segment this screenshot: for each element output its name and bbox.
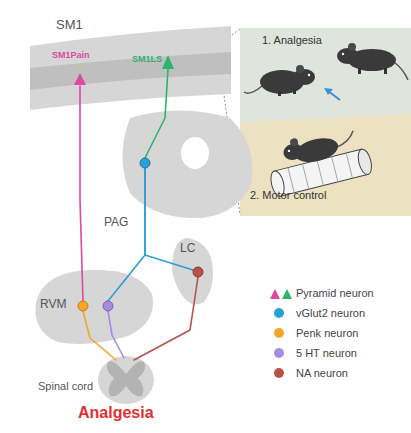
legend-swatch xyxy=(274,368,284,378)
node-label: SM1 xyxy=(56,18,83,33)
outcome-label: Analgesia xyxy=(78,404,154,422)
na-neuron xyxy=(193,267,203,277)
legend-swatch xyxy=(274,308,284,318)
legend-swatch xyxy=(274,348,284,358)
legend-row: vGlut2 neuron xyxy=(266,304,406,324)
node-label: LC xyxy=(180,242,195,256)
legend-row: Penk neuron xyxy=(266,324,406,344)
brain-region: LC xyxy=(160,234,220,308)
brain-region: PAG xyxy=(100,108,260,233)
cortex-region: SM1SM1Pain SM1LS xyxy=(28,18,233,110)
legend: Pyramid neuron vGlut2 neuronPenk neuron 5 … xyxy=(266,284,406,384)
axon-connector xyxy=(108,168,145,301)
axon-connector xyxy=(80,86,83,301)
inset-panel xyxy=(240,28,411,216)
legend-swatch xyxy=(274,328,284,338)
legend-text: NA neuron xyxy=(296,367,348,379)
mouse-illustration xyxy=(337,43,408,80)
axon-connector xyxy=(83,311,116,360)
node-label: Spinal cord xyxy=(38,380,93,393)
inset-panel xyxy=(240,114,411,216)
inset-panel: 2. Motor control xyxy=(240,118,411,216)
legend-text: vGlut2 neuron xyxy=(296,307,365,319)
node-label: SM1LS xyxy=(132,54,162,64)
inset-panel: 1. Analgesia xyxy=(240,28,411,118)
pyramid-neuron: SM1LS xyxy=(132,48,182,70)
stimulus-arrow xyxy=(324,88,340,100)
axon-connector xyxy=(145,168,193,270)
node-label: SM1Pain xyxy=(52,50,90,60)
brain-region: RVM xyxy=(28,262,156,350)
brain-region-outline xyxy=(100,108,260,233)
node-label: 1. Analgesia xyxy=(262,34,322,47)
vglut2-neuron xyxy=(140,158,150,168)
legend-text: 5 HT neuron xyxy=(296,347,357,359)
legend-text: Pyramid neuron xyxy=(296,287,374,299)
axon-connector xyxy=(145,69,168,158)
node-label: PAG xyxy=(104,216,128,230)
legend-row: NA neuron xyxy=(266,364,406,384)
serotonin-neuron xyxy=(103,301,113,311)
rotarod-illustration xyxy=(262,122,374,198)
mouse-illustration xyxy=(244,65,315,96)
penk-neuron xyxy=(78,301,88,311)
node-label: RVM xyxy=(40,298,66,312)
pyramid-neuron: SM1Pain xyxy=(52,48,108,86)
spinal-cord: Spinal cord xyxy=(38,352,158,412)
legend-symbol xyxy=(270,288,294,300)
axon-connector xyxy=(134,277,198,360)
legend-row: 5 HT neuron xyxy=(266,344,406,364)
axon-connector xyxy=(108,311,124,358)
node-label: 2. Motor control xyxy=(250,189,326,202)
legend-row: Pyramid neuron xyxy=(266,284,406,304)
legend-text: Penk neuron xyxy=(296,327,358,339)
